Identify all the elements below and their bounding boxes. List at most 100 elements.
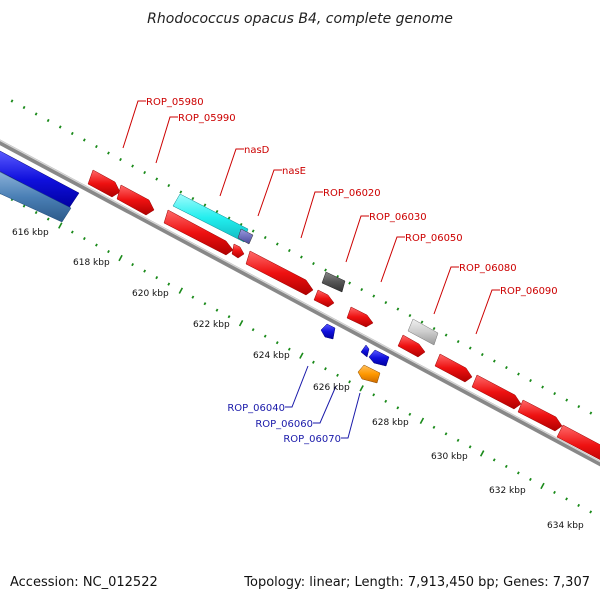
reverse-leader-lines [285,365,361,439]
forward-gene-nasd [172,193,254,245]
scale-tick [479,450,485,457]
guide-dot [300,255,303,259]
scale-label-632: 632 kbp [489,486,526,496]
guide-dot [336,373,339,377]
reverse-gene-rop-06070 [357,364,381,384]
guide-dot [95,243,98,247]
scale-tick [178,287,184,294]
guide-dot [565,497,568,501]
guide-dot [589,411,593,415]
guide-dot [155,177,159,181]
scale-tick [540,482,545,490]
guide-dot [529,378,532,383]
guide-dot [504,464,508,468]
guide-dot [107,151,110,155]
reverse-gene-left-steel [0,171,72,223]
guide-dot [312,261,315,266]
guide-dot [34,210,38,215]
reverse-gene-rop-06065 [368,349,390,367]
guide-dot [46,217,50,221]
forward-gene-rop-05980 [87,169,121,198]
forward-gene-labels: ROP_05980 ROP_05990 nasD nasE ROP_06020 … [146,97,558,297]
reverse-gene-rop-06060 [360,344,370,358]
scale-labels: 616 kbp 618 kbp 620 kbp 622 kbp 624 kbp … [12,228,584,531]
guide-dot [408,313,412,318]
guide-dot [10,99,14,103]
guide-dot [360,287,364,292]
scale-label-626: 626 kbp [313,383,350,393]
scale-tick [238,319,244,327]
guide-dot [312,360,315,364]
forward-gene-rop-06030 [321,271,346,293]
gene-label-rop-06030: ROP_06030 [369,212,427,223]
guide-dot [287,248,291,253]
forward-gene-rop-06050 [346,306,374,328]
guide-dot [492,458,496,462]
gene-label-rop-06020: ROP_06020 [323,188,381,199]
scale-label-620: 620 kbp [132,289,169,299]
guide-dot [227,315,231,319]
gene-label-rop-06050: ROP_06050 [405,233,463,244]
guide-dot [82,236,86,241]
reverse-gene-left-blue [0,150,80,209]
guide-dot [46,118,50,123]
guide-dot [167,183,171,188]
guide-dot [70,230,74,234]
scale-tick [419,417,425,425]
scale-tick [118,254,123,262]
upper-dotted-guide [10,99,593,415]
guide-dot [119,157,122,162]
guide-dot [191,196,195,201]
genome-backbone [0,139,600,467]
guide-dot [432,425,436,429]
guide-dot [589,510,593,514]
gene-label-nasd: nasD [244,145,270,156]
guide-dot [191,295,195,299]
guide-dot [275,242,279,246]
guide-dot [408,412,412,416]
forward-gene-rop-06000 [163,209,234,256]
gene-label-rop-06040: ROP_06040 [227,403,285,414]
forward-leader-lines [122,100,500,335]
forward-gene-rop-06110 [471,374,522,410]
guide-dot [22,204,26,208]
lower-dotted-guide [0,189,593,514]
guide-dot [480,352,484,357]
forward-gene-rop-06080 [407,318,439,346]
scale-label-616: 616 kbp [12,228,49,238]
gene-label-rop-05990: ROP_05990 [178,113,236,124]
guide-dot [131,164,135,168]
guide-dot [553,490,556,495]
guide-dot [324,367,327,371]
guide-dot [203,203,207,207]
guide-dot [456,339,460,344]
guide-dot [468,346,472,350]
scale-tick [58,222,63,229]
guide-dot [263,235,267,240]
guide-dot [517,372,520,376]
guide-dot [348,281,352,285]
guide-dot [34,112,38,116]
gene-label-rop-06090: ROP_06090 [500,286,558,297]
guide-dot [275,341,279,345]
guide-dot [553,391,557,396]
scale-label-622: 622 kbp [193,320,230,330]
guide-dot [143,170,147,175]
forward-gene-rop-06090 [397,334,426,358]
guide-dot [82,138,86,142]
guide-dot [58,125,62,129]
guide-dot [203,302,207,306]
guide-dot [492,359,496,363]
guide-dot [456,438,460,442]
forward-gene-rop-06020 [245,250,314,296]
gene-label-rop-06080: ROP_06080 [459,263,517,274]
reverse-gene-rop-06040 [320,323,336,340]
guide-dot [420,320,424,324]
guide-dot [70,131,74,136]
genome-summary-text: Topology: linear; Length: 7,913,450 bp; … [243,575,590,590]
scale-label-630: 630 kbp [431,452,468,462]
guide-dot [432,326,436,331]
guide-dot [143,269,147,273]
guide-dot [167,282,171,286]
